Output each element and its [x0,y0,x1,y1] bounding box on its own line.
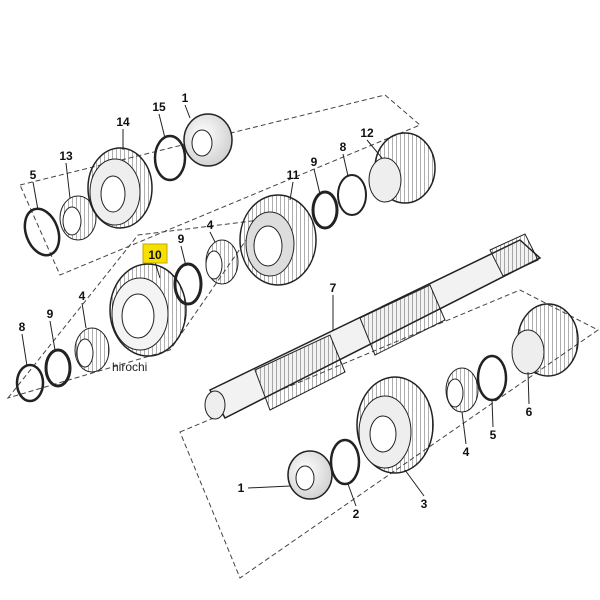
ring-5-upper [23,207,61,257]
gear-3 [356,376,434,474]
ring-15 [153,134,187,182]
gear-11 [239,194,317,286]
callout-9[interactable]: 9 [178,232,185,246]
washer-9-upper [311,190,339,230]
callout-15[interactable]: 15 [152,100,166,114]
callout-4[interactable]: 4 [79,289,86,303]
callout-1[interactable]: 1 [182,91,189,105]
callout-14[interactable]: 14 [116,115,130,129]
circlip-8-upper [337,174,367,216]
watermark: hirochi [112,360,147,374]
callout-5[interactable]: 5 [30,168,37,182]
needle-bearing-4-lower [445,367,479,413]
ball-bearing-1-upper [183,113,233,167]
gear-10 [109,263,187,357]
needle-bearing-4-upper [205,239,239,285]
group-outline-lower [179,289,599,579]
gear-6 [511,303,579,377]
needle-bearing-4-left [74,327,110,373]
callout-4[interactable]: 4 [463,445,470,459]
ring-2 [329,438,361,486]
highlight-box [142,243,168,264]
callout-7[interactable]: 7 [330,281,337,295]
leader-lines [21,104,530,507]
gear-12 [368,132,436,204]
needle-bearing-13 [59,195,97,241]
callout-8[interactable]: 8 [340,140,347,154]
callout-5[interactable]: 5 [490,428,497,442]
callout-6[interactable]: 6 [526,405,533,419]
circlip-8-left [15,363,45,403]
callout-9[interactable]: 9 [47,307,54,321]
ring-5-lower [476,354,508,402]
ball-bearing-1-lower [287,450,333,500]
gear-14 [87,147,153,229]
callout-11[interactable]: 11 [287,168,300,182]
callout-2[interactable]: 2 [353,507,360,521]
washer-9-left [44,348,72,388]
output-shaft-7 [204,233,542,420]
callout-9[interactable]: 9 [311,155,318,169]
callout-12[interactable]: 12 [360,126,374,140]
callout-8[interactable]: 8 [19,320,26,334]
group-outline-upper [19,94,421,276]
callout-10[interactable]: 10 [148,248,162,262]
callout-4[interactable]: 4 [207,218,214,232]
callout-1[interactable]: 1 [238,481,245,495]
callout-13[interactable]: 13 [59,149,73,163]
callout-3[interactable]: 3 [421,497,428,511]
